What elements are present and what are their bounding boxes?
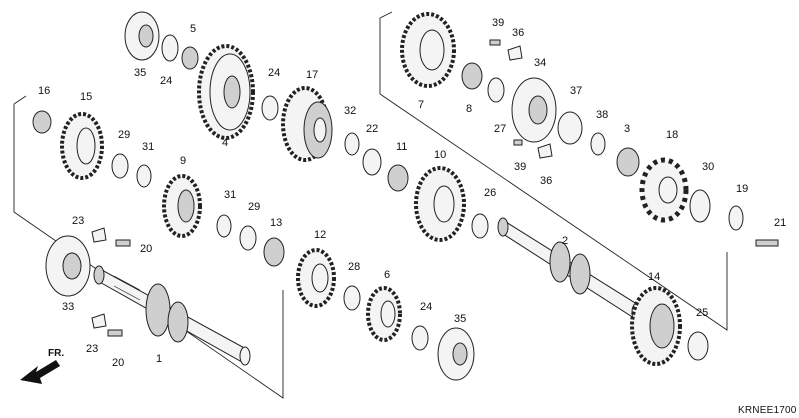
bushing-8 [461, 62, 483, 90]
bearing-33 [45, 235, 91, 297]
gear-4 [197, 44, 255, 140]
callout-38: 38 [596, 109, 608, 121]
bushing-3 [616, 147, 640, 177]
callout-35: 35 [134, 67, 146, 79]
callout-14: 14 [648, 271, 660, 283]
callout-29: 29 [118, 129, 130, 141]
callout-16: 16 [38, 85, 50, 97]
callout-29: 29 [248, 201, 260, 213]
callout-36: 36 [540, 175, 552, 187]
callout-20: 20 [112, 357, 124, 369]
gear-6 [366, 286, 402, 342]
callout-30: 30 [702, 161, 714, 173]
callout-37: 37 [570, 85, 582, 97]
callout-12: 12 [314, 229, 326, 241]
callout-19: 19 [736, 183, 748, 195]
callout-28: 28 [348, 261, 360, 273]
gear-9 [162, 174, 202, 238]
callout-2: 2 [562, 235, 568, 247]
callout-17: 17 [306, 69, 318, 81]
gear-12 [296, 248, 336, 308]
callout-5: 5 [190, 23, 196, 35]
gear-17 [281, 86, 333, 162]
callout-4: 4 [222, 137, 228, 149]
bolts [91, 39, 779, 337]
bearing-35-top [124, 11, 160, 61]
bearing-34 [511, 77, 557, 143]
callout-33: 33 [62, 301, 74, 313]
callout-34: 34 [534, 57, 546, 69]
callout-35: 35 [454, 313, 466, 325]
countershaft-2 [497, 217, 643, 322]
gear-15 [60, 112, 104, 180]
callout-6: 6 [384, 269, 390, 281]
callout-13: 13 [270, 217, 282, 229]
callout-23: 23 [72, 215, 84, 227]
front-direction-arrow: FR. [20, 348, 64, 384]
callout-21: 21 [774, 217, 786, 229]
callout-32: 32 [344, 105, 356, 117]
washers [111, 34, 744, 361]
callout-26: 26 [484, 187, 496, 199]
callout-18: 18 [666, 129, 678, 141]
group-frame-right [379, 11, 728, 331]
callout-24: 24 [268, 67, 280, 79]
callout-10: 10 [434, 149, 446, 161]
callout-9: 9 [180, 155, 186, 167]
fr-label: FR. [48, 348, 64, 359]
callout-24: 24 [160, 75, 172, 87]
callout-31: 31 [224, 189, 236, 201]
callout-20: 20 [140, 243, 152, 255]
bushing-16 [32, 110, 52, 134]
diagram-code: KRNEE1700 [738, 405, 797, 416]
callout-25: 25 [696, 307, 708, 319]
bushing-11 [387, 164, 409, 192]
bushing-5 [181, 46, 199, 70]
mainshaft-1 [93, 265, 251, 366]
callout-36: 36 [512, 27, 524, 39]
callout-8: 8 [466, 103, 472, 115]
sprocket-18 [639, 157, 689, 223]
callout-3: 3 [624, 123, 630, 135]
callout-11: 11 [396, 141, 407, 153]
callout-27: 27 [494, 123, 506, 135]
callout-31: 31 [142, 141, 154, 153]
bearing-35-bottom [437, 327, 475, 381]
callout-39: 39 [492, 17, 504, 29]
callout-22: 22 [366, 123, 378, 135]
gear-14 [630, 286, 682, 366]
callout-39: 39 [514, 161, 526, 173]
callout-7: 7 [418, 99, 424, 111]
callout-1: 1 [156, 353, 162, 365]
gear-10 [414, 166, 466, 242]
gear-7 [400, 12, 456, 88]
bushing-13 [263, 237, 285, 267]
callout-23: 23 [86, 343, 98, 355]
callout-24: 24 [420, 301, 432, 313]
callout-15: 15 [80, 91, 92, 103]
